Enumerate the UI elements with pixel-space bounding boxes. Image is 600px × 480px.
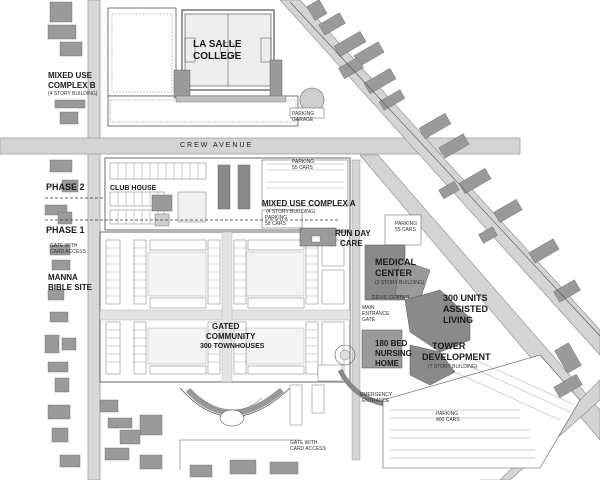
medical-center-label-line1: MEDICAL <box>375 257 416 267</box>
assisted-living-label-line3: LIVING <box>443 315 474 325</box>
crescent-townhouses <box>179 387 300 470</box>
manna-label-line1: MANNA <box>48 273 78 282</box>
parking-55-label-line1: PARKING <box>292 159 315 165</box>
parking-400-label-line2: 400 CARS <box>436 417 460 423</box>
crew-avenue-road <box>0 137 521 155</box>
medical-center-sublabel: (3 STORY BUILDING) <box>375 280 425 286</box>
northeast-buildings <box>306 0 581 303</box>
gated-community-label-line1: GATED <box>212 322 240 331</box>
parking-400-label-line1: PARKING <box>436 411 459 417</box>
emergency-entrance-label-line2: ENTRANCE <box>362 398 390 404</box>
assisted-living-label-line2: ASSISTED <box>443 304 489 314</box>
parking-400-lot <box>382 354 581 469</box>
east-corner-buildings <box>553 342 583 398</box>
parking-58-label-line2: 58 CARS <box>265 221 286 227</box>
west-strip-buildings <box>44 1 86 468</box>
gate-card-label-line1: GATE WITH <box>50 243 78 249</box>
main-entrance-label-line3: GATE <box>362 317 376 323</box>
crew-avenue-label: CREW AVENUE <box>180 142 254 149</box>
nursing-home-label-line1: 180 BED <box>375 339 408 348</box>
parking-58-label-line1: PARKING <box>265 215 288 221</box>
gated-community-label-line2: COMMUNITY <box>206 332 256 341</box>
parking-top-label-line2: 55 CARS <box>395 227 416 233</box>
tower-development-label-line1: TOWER <box>432 341 466 351</box>
mixed-use-a-label: MIXED USE COMPLEX A <box>262 199 356 208</box>
drive-center-label: DRIVE CENTER <box>372 295 410 301</box>
gate-card-label-line2: CARD ACCESS <box>50 249 86 255</box>
northeast-boundary-line <box>289 1 600 337</box>
mixed-use-b-label-line2: COMPLEX B <box>48 81 96 90</box>
parking-top-label-line1: PARKING <box>395 221 418 227</box>
tower-development-label-line2: DEVELOPMENT <box>422 352 491 362</box>
la-salle-label-line1: LA SALLE <box>193 39 242 50</box>
parking-garage-label-line2: GARAGE <box>292 117 314 123</box>
nursing-home-label-line2: NURSING <box>375 349 412 358</box>
assisted-living-label-line1: 300 UNITS <box>443 293 488 303</box>
mixed-use-a-sublabel: (4 STORY BUILDING) <box>266 209 316 215</box>
parking-55-label-line2: 55 CARS <box>292 165 313 171</box>
day-care-label-line1: RUN DAY <box>335 229 371 238</box>
mixed-use-b-sublabel: (4 STORY BUILDING) <box>48 91 98 97</box>
medical-center-label-line2: CENTER <box>375 268 413 278</box>
phase-1-label: PHASE 1 <box>46 225 85 235</box>
parking-garage-label-line1: PARKING <box>292 111 315 117</box>
manna-label-line2: BIBLE SITE <box>48 283 93 292</box>
main-entrance-label-line2: ENTRANCE <box>362 311 390 317</box>
la-salle-college-block <box>173 9 287 103</box>
central-north-block <box>104 157 351 231</box>
townhouse-unit-dividers <box>106 247 318 363</box>
tower-development-sublabel: (7 STORY BUILDING) <box>428 364 478 370</box>
nursing-home-label-line3: HOME <box>375 359 399 368</box>
day-care-label-line2: CARE <box>340 239 363 248</box>
gate-bottom-label-line1: GATE WITH <box>290 440 318 446</box>
southwest-buildings <box>99 399 299 478</box>
mixed-use-b-label-line1: MIXED USE <box>48 71 93 80</box>
emergency-entrance-label-line1: EMERGENCY <box>360 392 393 398</box>
gated-community-label-line3: 300 TOWNHOUSES <box>200 343 265 350</box>
gate-bottom-label-line2: CARD ACCESS <box>290 446 326 452</box>
phase-2-label: PHASE 2 <box>46 182 85 192</box>
parking-garage-block <box>289 87 325 119</box>
la-salle-label-line2: COLLEGE <box>193 51 242 62</box>
main-entrance-label-line1: MAIN <box>362 305 375 311</box>
mixed-use-complex-b-block <box>107 7 299 127</box>
mixed-use-complex-a-block <box>299 227 337 247</box>
club-house-label: CLUB HOUSE <box>110 185 157 192</box>
